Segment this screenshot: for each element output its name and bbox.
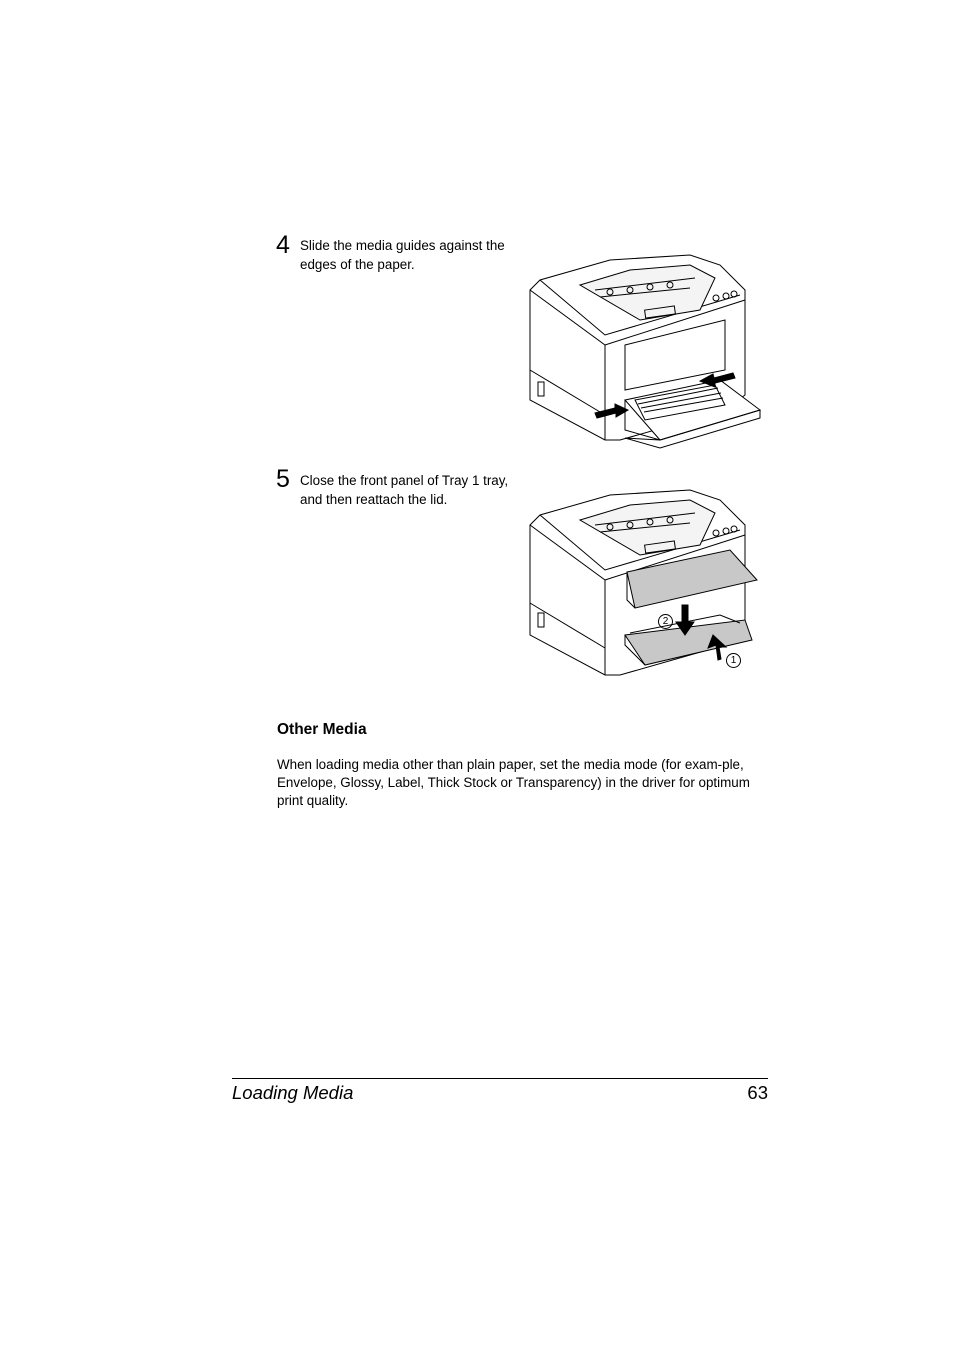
section-paragraph: When loading media other than plain pape… [277,757,750,808]
step-4-text: Slide the media guides against the edges… [300,238,505,272]
printer-close-tray-illustration [529,489,758,676]
step-5-text: Close the front panel of Tray 1 tray, an… [300,473,509,507]
step-5-number: 5 [276,465,290,493]
step-4-number: 4 [276,231,290,259]
page-number: 63 [747,1082,768,1103]
section-heading: Other Media [277,721,367,738]
footer-divider [232,1078,768,1079]
printer-media-guides-illustration [529,254,762,449]
callout-1: 1 [726,653,741,668]
footer-title: Loading Media [232,1082,354,1103]
callout-2: 2 [658,614,673,629]
